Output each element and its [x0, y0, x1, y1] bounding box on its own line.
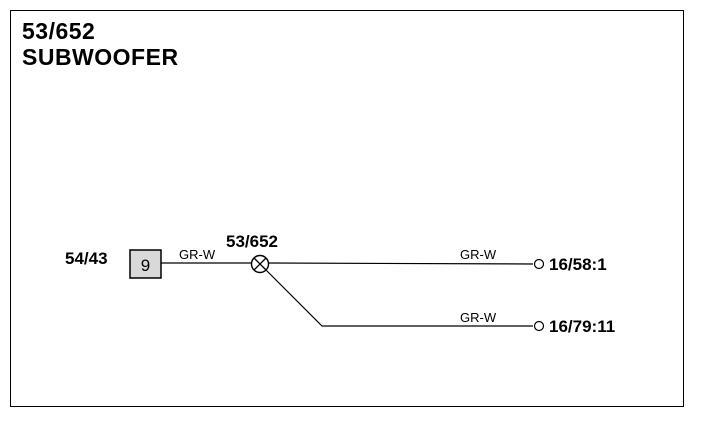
component-symbol-icon	[250, 254, 270, 274]
diagram-title: SUBWOOFER	[22, 44, 179, 70]
connector-pin-label: 9	[141, 256, 150, 275]
diagram-frame	[10, 10, 684, 407]
terminal-2-icon	[533, 320, 545, 332]
component-ref-label: 53/652	[226, 232, 278, 251]
connector-pin-box	[129, 249, 162, 279]
wire-color-label-2: GR-W	[460, 247, 497, 262]
connector-ref-label: 54/43	[65, 249, 108, 268]
wire-to-terminal-1	[268, 262, 534, 265]
terminal-1-label: 16/58:1	[549, 255, 607, 274]
terminal-1-icon	[533, 258, 545, 270]
diagram-code: 53/652	[22, 18, 96, 44]
wire-to-terminal-2	[265, 269, 533, 327]
terminal-2-label: 16/79:11	[549, 317, 615, 336]
wire-color-label-3: GR-W	[460, 310, 497, 325]
wire-color-label-1: GR-W	[179, 247, 216, 262]
